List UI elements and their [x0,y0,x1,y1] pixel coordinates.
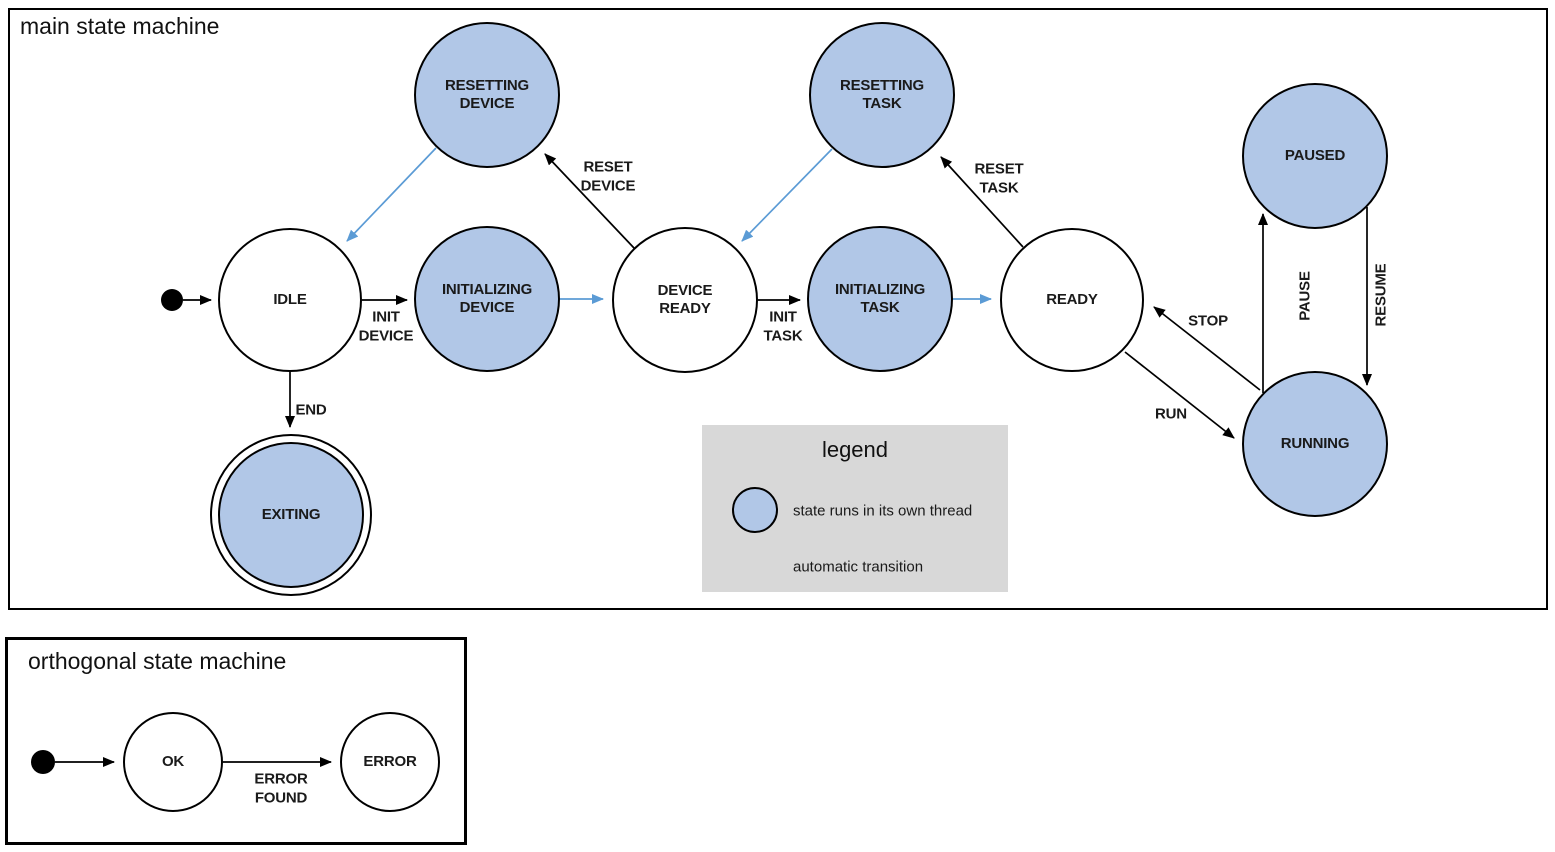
auto-transition-resetting-device-to-idle [346,147,437,242]
transition-resume-label: RESUME [1372,263,1390,327]
main-state-machine-panel [8,8,1548,610]
state-paused: PAUSED [1242,83,1388,229]
transition-run-label: RUN [1155,405,1187,423]
transition-stop-label: STOP [1188,312,1228,330]
state-exiting-label: EXITING [261,505,321,523]
state-resetting-device: RESETTING DEVICE [414,22,560,168]
transition-init-task-label: INIT TASK [763,308,803,344]
state-idle: IDLE [218,228,362,372]
transition-init-device-label: INIT DEVICE [358,308,414,344]
main-panel-title: main state machine [20,13,220,39]
state-device-ready-label: DEVICE READY [657,281,713,317]
state-running: RUNNING [1242,371,1388,517]
legend-title: legend [821,437,889,462]
state-resetting-task-label: RESETTING TASK [839,76,925,112]
auto-transition-resetting-task-to-device-ready [741,148,833,242]
state-ok-label: OK [161,752,185,770]
transition-stop-line [1153,306,1261,391]
orthogonal-state-machine-panel [5,637,467,845]
transition-run-line [1124,351,1235,439]
state-error-label: ERROR [363,752,417,770]
transition-reset-task-line [940,156,1024,248]
state-initializing-task: INITIALIZING TASK [807,226,953,372]
state-paused-label: PAUSED [1284,146,1346,164]
state-initializing-device: INITIALIZING DEVICE [414,226,560,372]
state-ok: OK [123,712,223,812]
state-resetting-task: RESETTING TASK [809,22,955,168]
state-running-label: RUNNING [1280,434,1350,452]
transition-pause-label: PAUSE [1296,271,1314,321]
transition-reset-device-line [544,153,635,249]
legend-auto-transition-label: automatic transition [793,558,924,576]
state-ready: READY [1000,228,1144,372]
initial-state-dot-orthogonal [31,750,55,774]
transition-error-found-label: ERROR FOUND [254,770,308,806]
orthogonal-panel-title: orthogonal state machine [28,648,287,674]
state-initializing-device-label: INITIALIZING DEVICE [441,280,533,316]
legend-thread-state-icon [732,487,778,533]
transition-reset-device-label: RESET DEVICE [580,158,636,194]
state-initializing-task-label: INITIALIZING TASK [834,280,926,316]
legend-thread-state-label: state runs in its own thread [793,502,973,520]
state-idle-label: IDLE [273,290,307,308]
state-ready-label: READY [1046,290,1098,308]
state-exiting-final-ring: EXITING [210,434,372,596]
transition-reset-task-label: RESET TASK [974,160,1024,196]
state-resetting-device-label: RESETTING DEVICE [444,76,530,112]
state-exiting: EXITING [218,442,364,588]
transition-end-label: END [295,401,327,419]
state-device-ready: DEVICE READY [612,227,758,373]
state-error: ERROR [340,712,440,812]
initial-state-dot-main [161,289,183,311]
